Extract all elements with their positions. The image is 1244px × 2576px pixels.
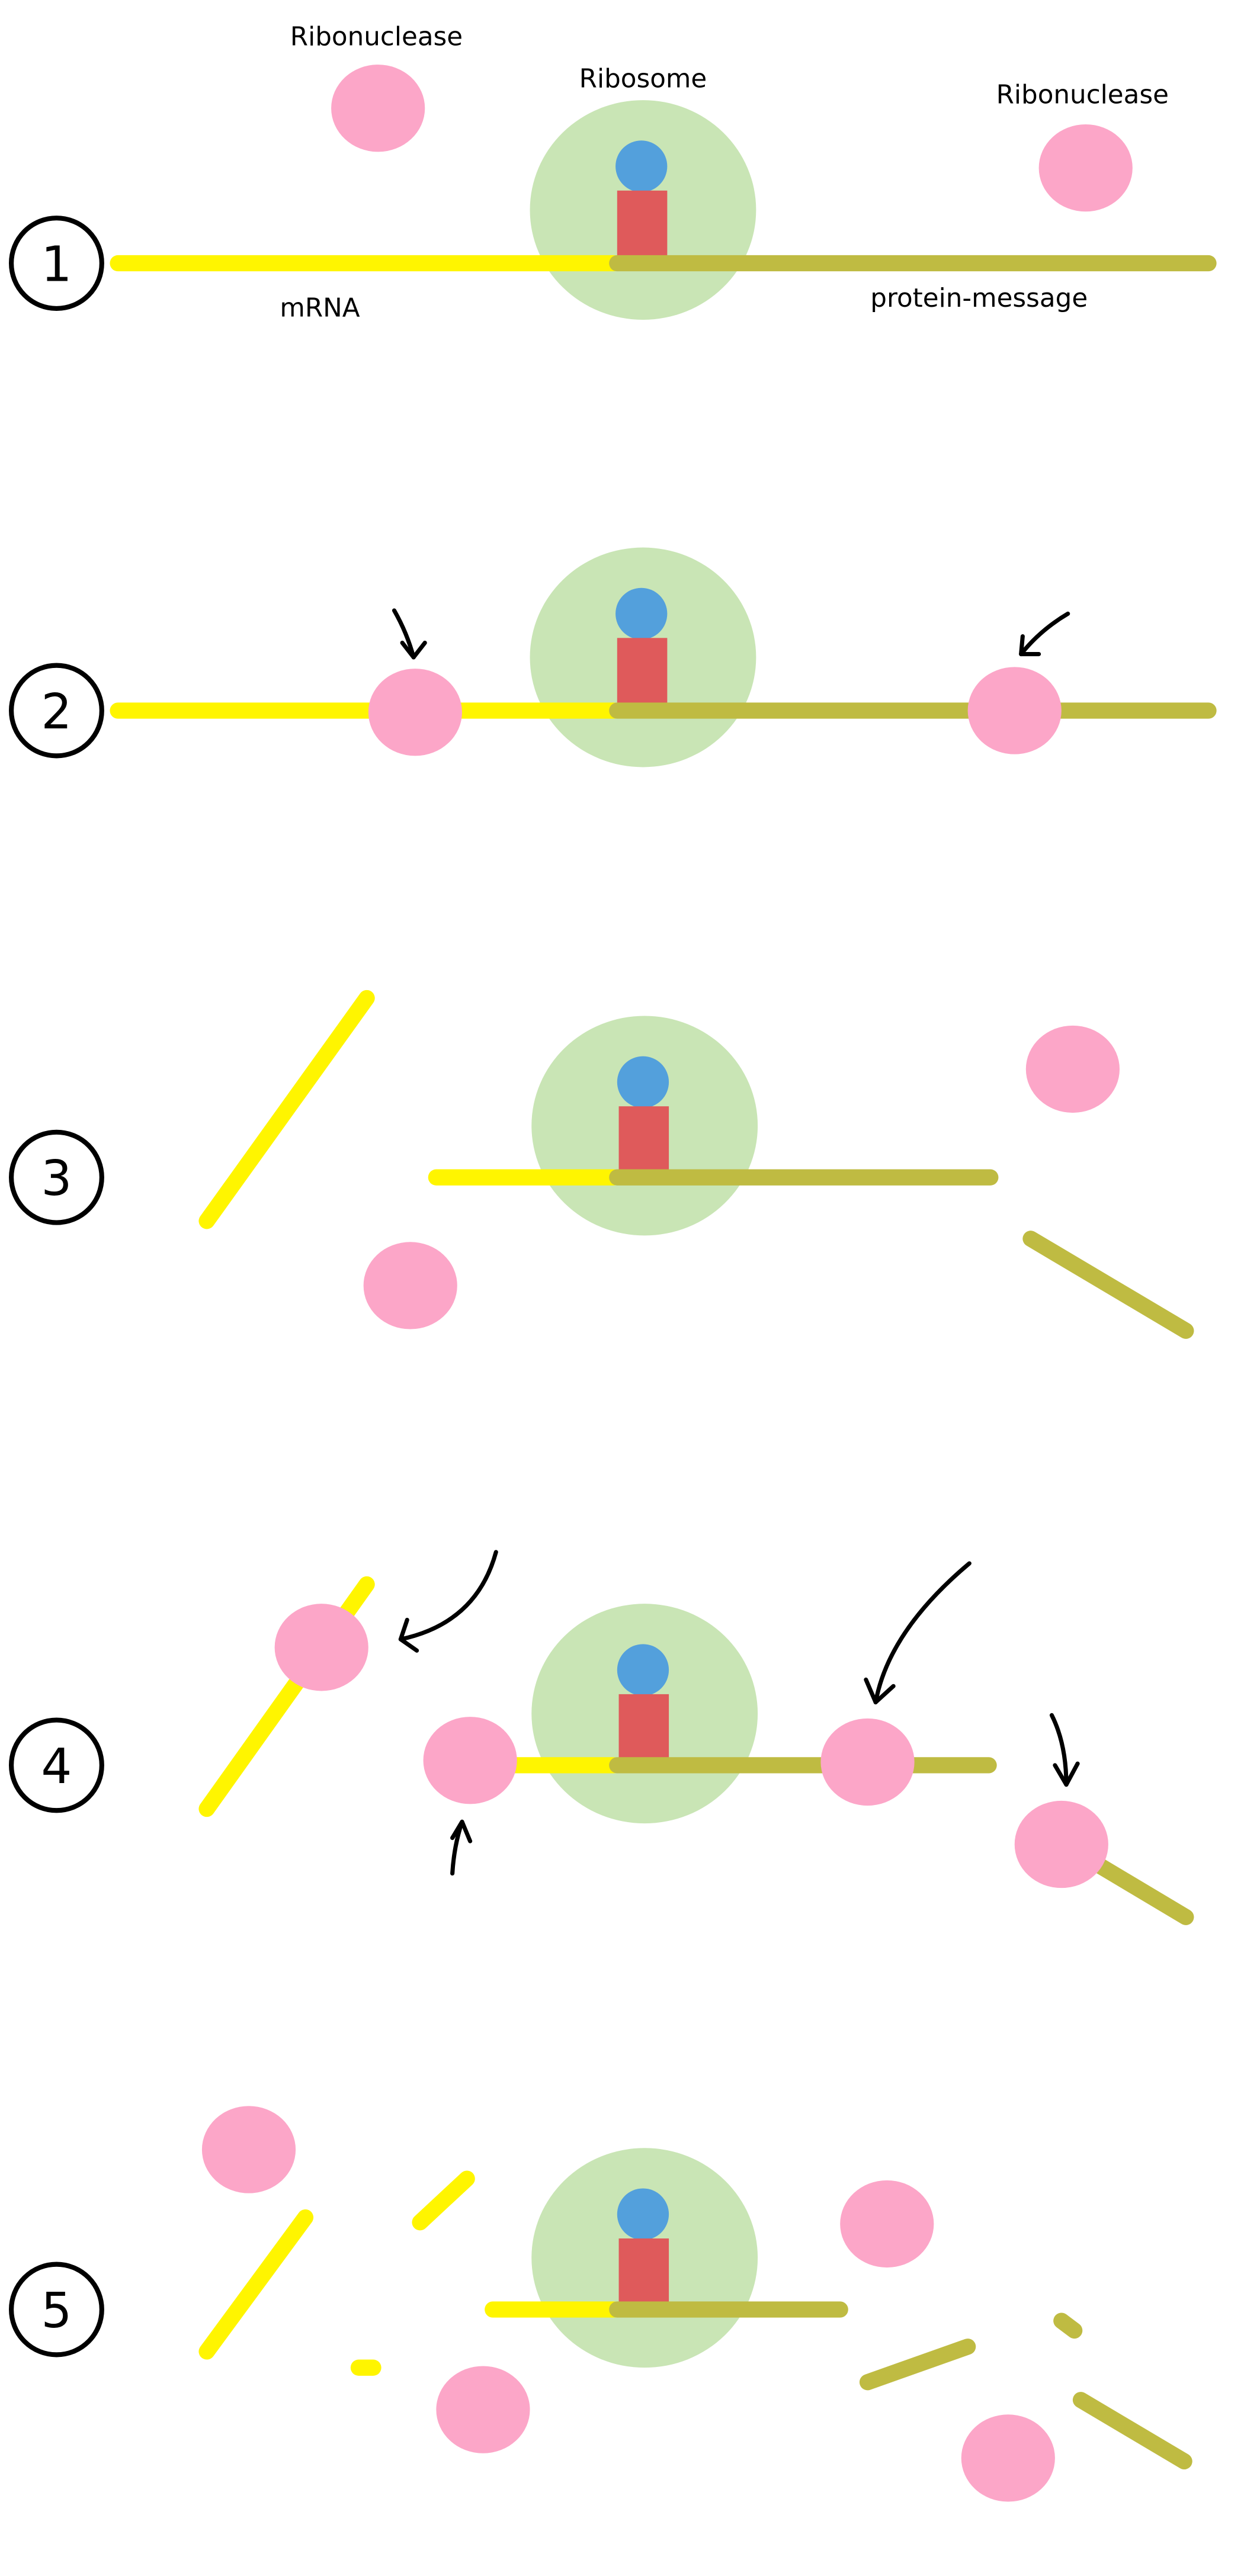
step-5: 5 — [9, 2106, 1192, 2502]
step-number: 5 — [41, 2283, 72, 2339]
arrow-icon — [1049, 1713, 1080, 1787]
ribonuclease-label: Ribonuclease — [290, 22, 463, 52]
ribonuclease — [1038, 124, 1133, 212]
arrow-icon — [1019, 611, 1070, 657]
ribonuclease — [961, 2414, 1055, 2502]
step-number-circle — [9, 2262, 104, 2357]
ribosome-label: Ribosome — [579, 64, 707, 94]
step-number: 4 — [41, 1739, 72, 1795]
protein-message-fragment — [1078, 1849, 1194, 1925]
step-number: 3 — [41, 1151, 72, 1207]
ribonuclease-label: Ribonuclease — [996, 81, 1169, 110]
ribosome — [531, 1604, 758, 1824]
arrow-icon — [864, 1561, 972, 1705]
ribonuclease — [201, 2106, 296, 2193]
arrow-icon — [398, 1550, 498, 1653]
protein-message-fragment — [1072, 2392, 1192, 2469]
arrow-icon — [450, 1819, 473, 1876]
mrna-fragment — [198, 2209, 314, 2360]
arrow-icon — [392, 608, 427, 660]
step-2: 2 — [9, 547, 1217, 767]
mrna-label: mRNA — [280, 294, 360, 323]
step-number-circle — [9, 1717, 104, 1813]
ribosome — [530, 100, 756, 320]
ribonuclease — [820, 1718, 915, 1806]
step-number-circle — [9, 216, 104, 311]
ribonuclease — [423, 1717, 517, 1804]
protein-message-fragment — [859, 2339, 976, 2391]
ribosome — [531, 1016, 758, 1236]
step-3: 3 — [9, 990, 1194, 1339]
step-4: 4 — [9, 1550, 1194, 1925]
ribonuclease — [840, 2180, 934, 2268]
ribonuclease — [436, 2366, 530, 2453]
ribonuclease — [1014, 1800, 1108, 1888]
protein-message-fragment — [1053, 2312, 1083, 2339]
step-number-circle — [9, 1129, 104, 1225]
ribosome — [530, 547, 756, 767]
protein-message-fragment — [1022, 1231, 1194, 1339]
ribosome — [531, 2148, 758, 2368]
mrna-fragment — [412, 2170, 475, 2231]
step-number: 1 — [41, 237, 72, 293]
ribonuclease — [331, 65, 425, 152]
step-number-circle — [9, 663, 104, 759]
step-number: 2 — [41, 684, 72, 740]
ribonuclease — [274, 1604, 368, 1691]
ribonuclease — [967, 667, 1062, 754]
ribonuclease — [1025, 1025, 1120, 1113]
step-1: 1 Ribonuclease Ribosome mRNA protein-mes… — [9, 22, 1217, 323]
mrna-fragment — [198, 990, 375, 1229]
ribonuclease — [368, 669, 462, 756]
ribonuclease — [363, 1242, 457, 1329]
protein-message-label: protein-message — [870, 284, 1088, 313]
